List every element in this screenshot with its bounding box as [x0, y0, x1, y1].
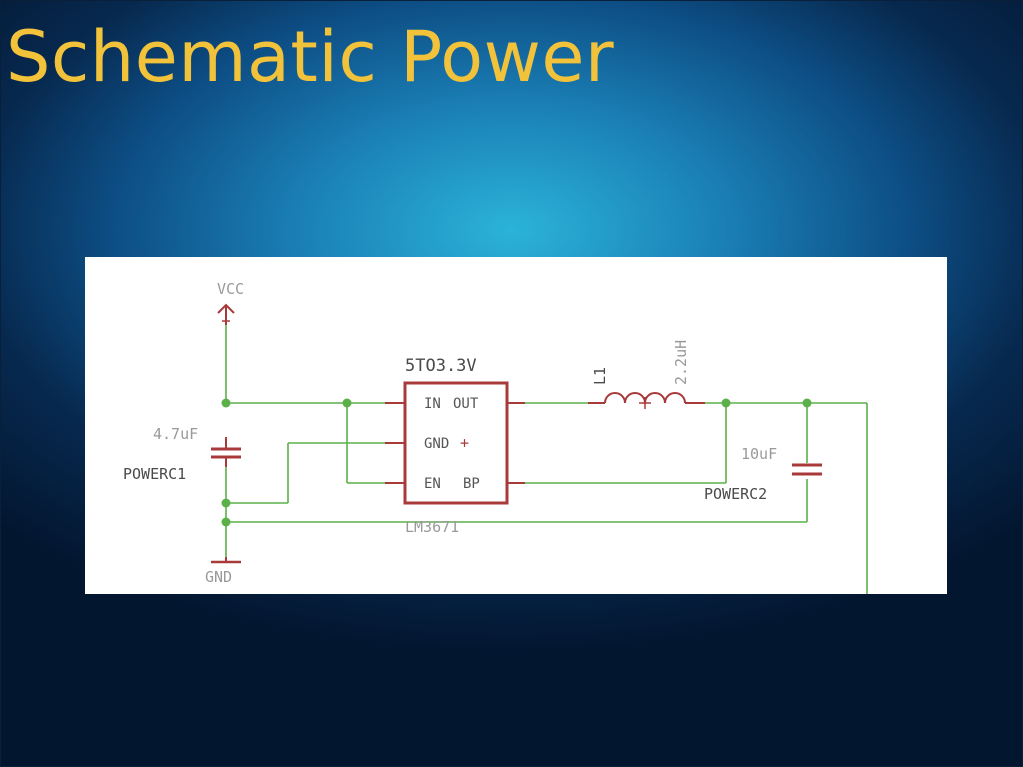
vcc-arrow-icon [217, 303, 235, 314]
vcc-label: VCC [217, 280, 244, 298]
c2-value-label: 10uF [741, 445, 777, 463]
junction-group [221, 398, 812, 527]
pin-plus-label: + [460, 434, 469, 452]
junction-dot [721, 398, 731, 408]
junction-dot [221, 517, 231, 527]
gnd-label: GND [205, 568, 232, 586]
inductor-value-label: 2.2uH [672, 340, 690, 385]
junction-dot [221, 398, 231, 408]
slide-title: Schematic Power [6, 16, 615, 98]
schematic-panel: VCC GND 4.7uF POWERC1 5TO3.3V LM3671 IN … [85, 257, 947, 594]
pin-in-label: IN [424, 396, 441, 412]
pin-en-label: EN [424, 476, 441, 492]
pin-bp-label: BP [463, 476, 480, 492]
inductor-name-label: L1 [591, 367, 609, 385]
schematic-diagram: VCC GND 4.7uF POWERC1 5TO3.3V LM3671 IN … [123, 280, 868, 594]
junction-dot [802, 398, 812, 408]
c1-value-label: 4.7uF [153, 425, 198, 443]
regulator-part-label: LM3671 [405, 518, 459, 536]
junction-dot [221, 498, 231, 508]
component-group [211, 303, 822, 564]
c1-name-label: POWERC1 [123, 465, 186, 483]
pin-gnd-label: GND [424, 436, 449, 452]
junction-dot [342, 398, 352, 408]
pin-out-label: OUT [453, 396, 479, 412]
c2-name-label: POWERC2 [704, 485, 767, 503]
regulator-value-label: 5TO3.3V [405, 356, 477, 376]
